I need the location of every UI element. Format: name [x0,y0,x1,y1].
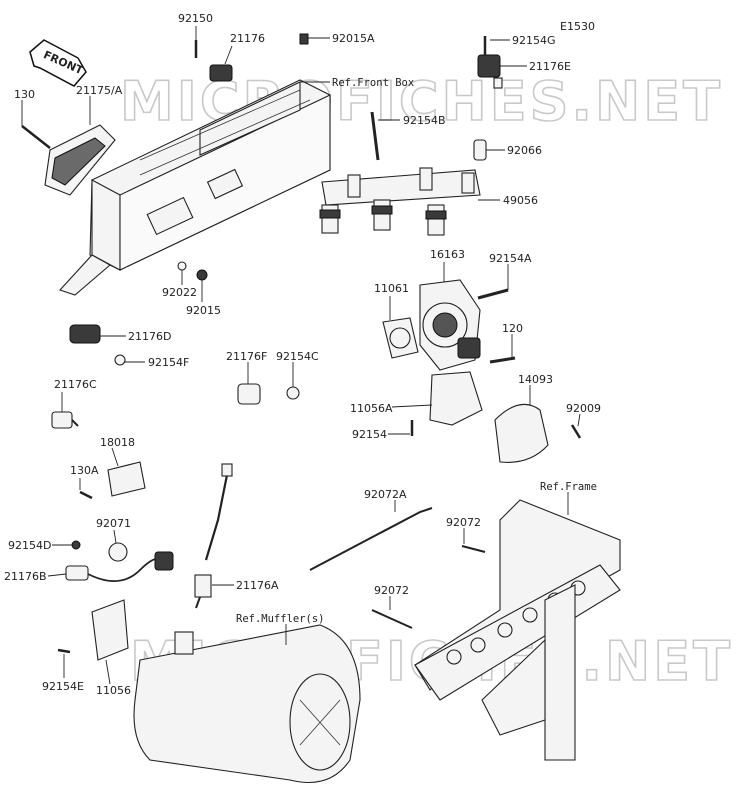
label-92022: 92022 [162,286,197,299]
label-21176a: 21176A [236,579,279,592]
cover-14093 [494,403,549,463]
band-92072-upper [461,545,486,553]
label-92015a: 92015A [332,32,375,45]
grommet-92022 [177,261,187,271]
label-92154e: 92154E [42,680,84,693]
fuel-rail-assembly [319,167,481,236]
ecu-module [44,124,116,196]
gasket-11061 [382,317,419,359]
label-92154: 92154 [352,428,387,441]
label-16163: 16163 [430,248,465,261]
sensor-21176c [51,411,79,429]
label-92154b: 92154B [403,114,446,127]
label-11056a: 11056A [350,402,393,415]
front-box-bracket [59,79,331,296]
label-92150: 92150 [178,12,213,25]
throttle-body [419,279,481,371]
label-92072-upper: 92072 [446,516,481,529]
sensor-21176f [237,383,300,405]
label-92072a: 92072A [364,488,407,501]
clip-92015a [299,33,309,45]
band-92072a [309,507,433,571]
label-92066: 92066 [507,144,542,157]
label-11061: 11061 [374,282,409,295]
bracket-11056 [57,599,129,661]
injector-3 [425,204,447,236]
sensor-21176b [65,551,174,582]
clip-92015 [196,269,208,281]
muffler [133,624,361,784]
label-49056: 49056 [503,194,538,207]
bracket-18018 [79,461,146,500]
label-92154c: 92154C [276,350,319,363]
label-21176d: 21176D [128,330,171,343]
label-21176e: 21176E [529,60,571,73]
screw-92009 [570,424,582,439]
bolt-92154b [370,111,380,161]
label-21176f: 21176F [226,350,267,363]
label-92015: 92015 [186,304,221,317]
bolt-92154d [71,540,81,550]
label-130a: 130A [70,464,99,477]
label-92154f: 92154F [148,356,189,369]
label-21176c: 21176C [54,378,97,391]
label-21176: 21176 [230,32,265,45]
injector-1 [319,204,341,234]
bolt-120 [489,356,516,364]
label-11056: 11056 [96,684,131,697]
diagram-code: E1530 [560,20,595,33]
label-21175a: 21175/A [76,84,123,97]
label-14093: 14093 [518,373,553,386]
bolt-92154a [477,288,509,300]
ref-muffler: Ref.Muffler(s) [236,613,325,625]
frame [414,499,621,761]
label-92009: 92009 [566,402,601,415]
label-92072-lower: 92072 [374,584,409,597]
grommet-92071 [108,542,128,562]
cap-92066 [473,139,487,161]
label-92154g: 92154G [512,34,556,47]
oxygen-sensor-21176a [194,463,233,609]
label-21176b: 21176B [4,570,47,583]
label-130: 130 [14,88,35,101]
front-arrow-icon: FRONT [29,39,87,87]
ref-front-box: Ref.Front Box [332,77,414,89]
sensor-21176 [194,40,233,82]
label-18018: 18018 [100,436,135,449]
label-120: 120 [502,322,523,335]
injector-2 [371,199,393,231]
bolt-130 [21,125,51,149]
ref-frame: Ref.Frame [540,481,597,493]
label-92154a: 92154A [489,252,532,265]
sensor-21176d [69,324,126,366]
label-92154d: 92154D [8,539,51,552]
bracket-11056a [429,371,483,426]
label-92071: 92071 [96,517,131,530]
band-92072-lower [371,609,413,629]
